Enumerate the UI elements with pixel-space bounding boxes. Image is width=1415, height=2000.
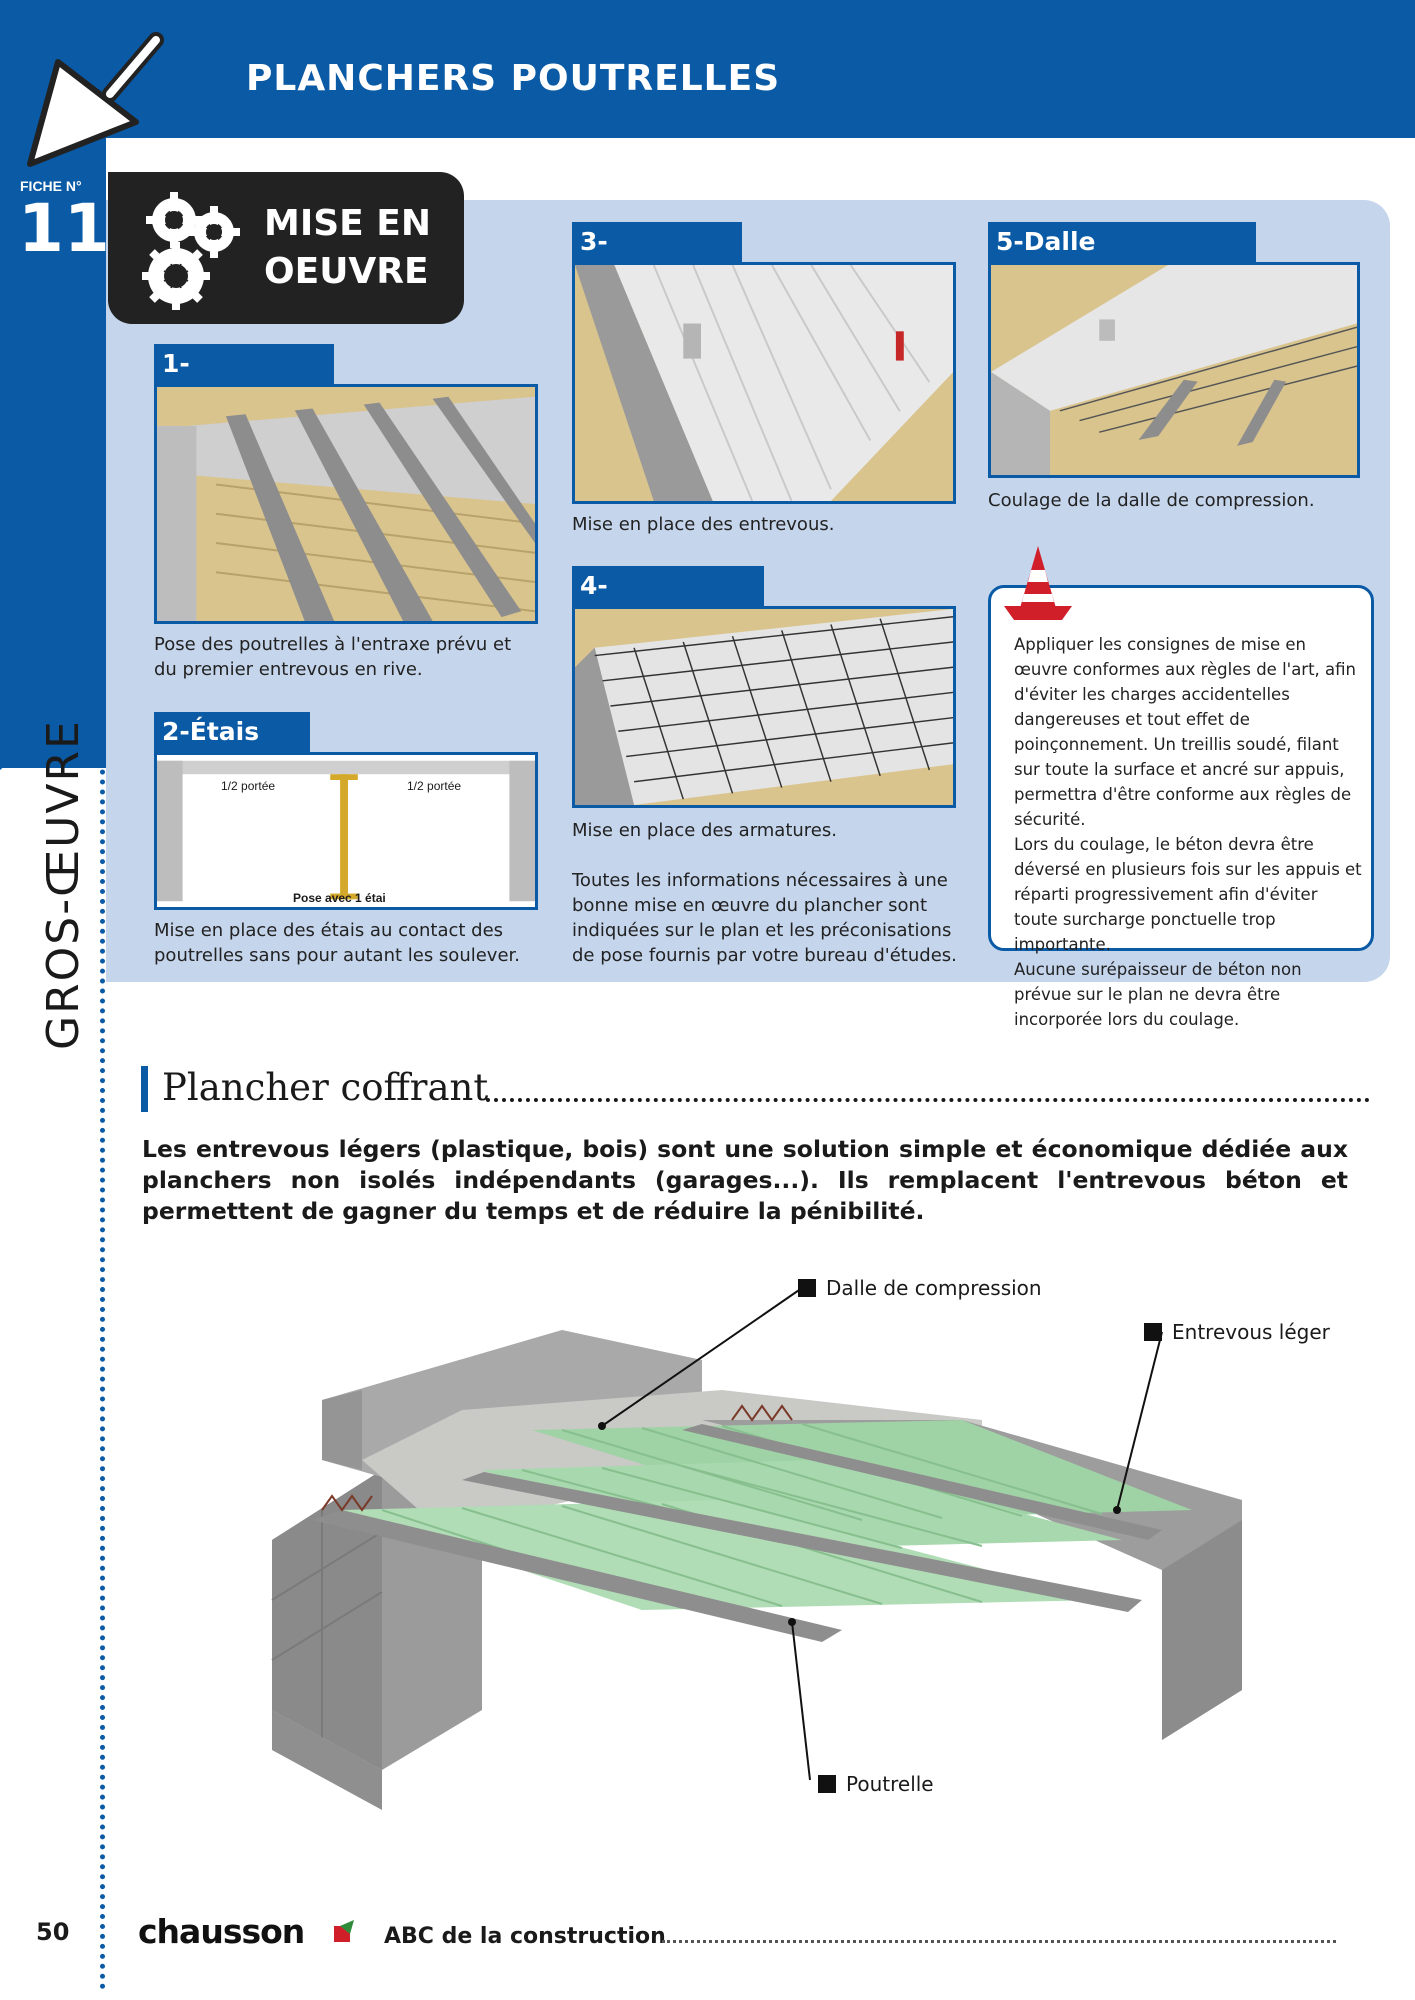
step-2-label-left: 1/2 portée bbox=[221, 779, 276, 793]
mise-en-oeuvre-title: MISE EN OEUVRE bbox=[264, 200, 431, 296]
side-band-wedge bbox=[0, 660, 106, 770]
step-1-caption: Pose des poutrelles à l'entraxe prévu et… bbox=[154, 634, 512, 680]
step-5-title: 5-Dalle bbox=[988, 222, 1256, 262]
step-4-title: 4-Armatures bbox=[572, 566, 764, 632]
brand-logo-text: chausson bbox=[138, 1912, 305, 1951]
step-5-image bbox=[988, 262, 1360, 478]
fiche-number: 11 bbox=[18, 190, 110, 267]
section-intro: Les entrevous légers (plastique, bois) s… bbox=[142, 1135, 1348, 1225]
safety-warning-text: Appliquer les consignes de mise en œuvre… bbox=[1014, 632, 1364, 1032]
brand-logo-mark bbox=[334, 1920, 354, 1942]
callout-poutrelle: Poutrelle bbox=[818, 1772, 934, 1796]
dotted-divider bbox=[100, 680, 105, 1990]
trowel-icon bbox=[27, 32, 164, 167]
page-title: PLANCHERS POUTRELLES bbox=[246, 58, 781, 99]
safety-warning-box bbox=[988, 585, 1374, 951]
callout-marker bbox=[1144, 1323, 1162, 1341]
callout-entrevous-label: Entrevous léger bbox=[1172, 1320, 1330, 1344]
plancher-coffrant-diagram bbox=[271, 1287, 1242, 1810]
section-label: GROS-ŒUVRE bbox=[38, 719, 89, 1050]
step-1-title: 1-Poutrelles bbox=[154, 344, 334, 410]
warning-paragraph-1: Appliquer les consignes de mise en œuvre… bbox=[1014, 635, 1357, 829]
footer-dots bbox=[662, 1940, 1336, 1943]
mise-line-1: MISE EN bbox=[264, 203, 431, 244]
info-note: Toutes les informations nécessaires à un… bbox=[572, 870, 957, 966]
step-3-caption: Mise en place des entrevous. bbox=[572, 514, 835, 535]
step-2-label-bottom: Pose avec 1 étai bbox=[293, 891, 386, 905]
step-5-caption: Coulage de la dalle de compression. bbox=[988, 490, 1315, 511]
callout-poutrelle-label: Poutrelle bbox=[846, 1772, 934, 1796]
warning-paragraph-2: Lors du coulage, le béton devra être dév… bbox=[1014, 835, 1362, 954]
section-title: Plancher coffrant bbox=[162, 1066, 489, 1109]
step-2-caption: Mise en place des étais au contact des p… bbox=[154, 920, 521, 966]
step-3-title: 3-Entrevous bbox=[572, 222, 742, 288]
section-title-bar bbox=[141, 1066, 148, 1112]
callout-dalle-label: Dalle de compression bbox=[826, 1276, 1042, 1300]
fiche-label: FICHE N° bbox=[20, 178, 82, 194]
step-2-image: 1/2 portée 1/2 portée Pose avec 1 étai bbox=[154, 752, 538, 910]
callout-marker bbox=[798, 1279, 816, 1297]
step-3-image bbox=[572, 262, 956, 504]
warning-paragraph-3: Aucune surépaisseur de béton non prévue … bbox=[1014, 960, 1302, 1029]
header-band bbox=[0, 0, 1415, 138]
callout-marker bbox=[818, 1775, 836, 1793]
traffic-cone-icon bbox=[1004, 546, 1072, 620]
step-4-caption: Mise en place des armatures. bbox=[572, 820, 837, 841]
section-title-dots bbox=[486, 1098, 1370, 1102]
step-2-label-right: 1/2 portée bbox=[407, 779, 462, 793]
step-2-title: 2-Étais bbox=[154, 712, 310, 752]
gears-icon bbox=[142, 192, 240, 310]
page-number: 50 bbox=[36, 1918, 70, 1946]
step-1-image bbox=[154, 384, 538, 624]
step-4-image bbox=[572, 606, 956, 808]
callout-dalle: Dalle de compression bbox=[798, 1276, 1042, 1300]
footer-text: ABC de la construction bbox=[384, 1924, 666, 1949]
mise-line-2: OEUVRE bbox=[264, 251, 429, 292]
callout-entrevous: Entrevous léger bbox=[1144, 1320, 1330, 1344]
